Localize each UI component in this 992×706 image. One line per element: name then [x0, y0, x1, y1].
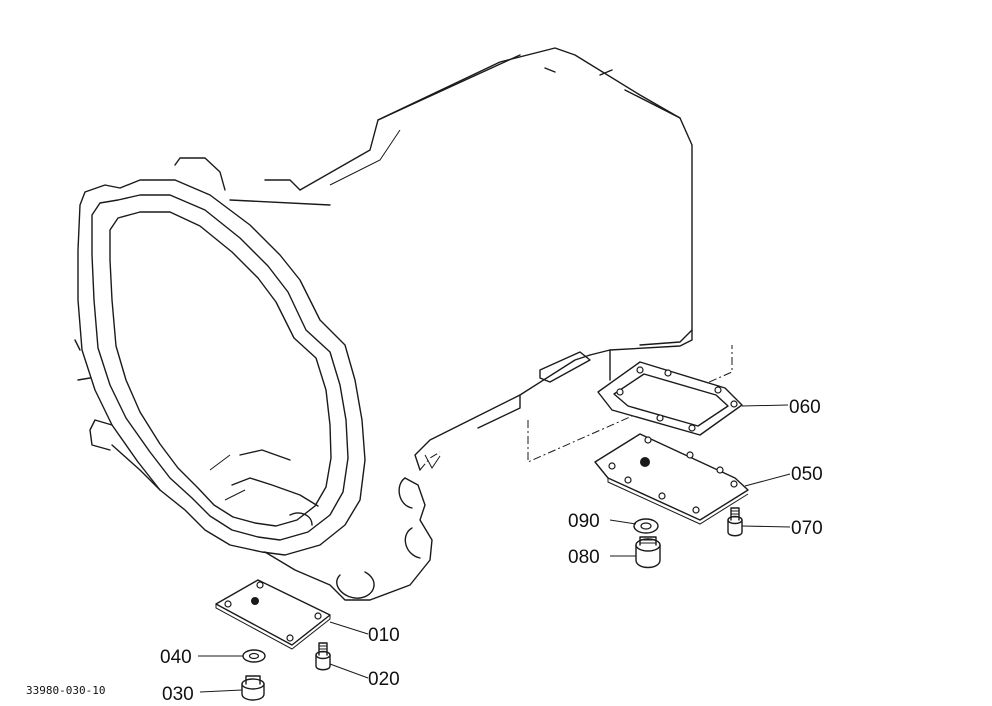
- part-label-010: 010: [368, 625, 400, 646]
- part-label-080: 080: [568, 547, 600, 568]
- leader-lines: [198, 404, 791, 693]
- part-label-090: 090: [568, 511, 600, 532]
- part-label-030: 030: [162, 684, 194, 705]
- washer-040: [242, 649, 266, 663]
- part-label-020: 020: [368, 669, 400, 690]
- part-label-040: 040: [160, 647, 192, 668]
- washer-090: [633, 518, 659, 534]
- transmission-case: [74, 47, 733, 601]
- cover-plate-010: [215, 579, 331, 650]
- plug-030: [241, 675, 265, 701]
- part-label-050: 050: [791, 464, 823, 485]
- drawing-code: 33980-030-10: [26, 684, 105, 697]
- gasket-060: [597, 361, 743, 436]
- bolt-070: [727, 507, 743, 537]
- cover-plate-050: [594, 433, 749, 525]
- plug-080: [635, 536, 661, 569]
- part-label-060: 060: [789, 397, 821, 418]
- part-label-070: 070: [791, 518, 823, 539]
- bolt-020: [315, 642, 331, 671]
